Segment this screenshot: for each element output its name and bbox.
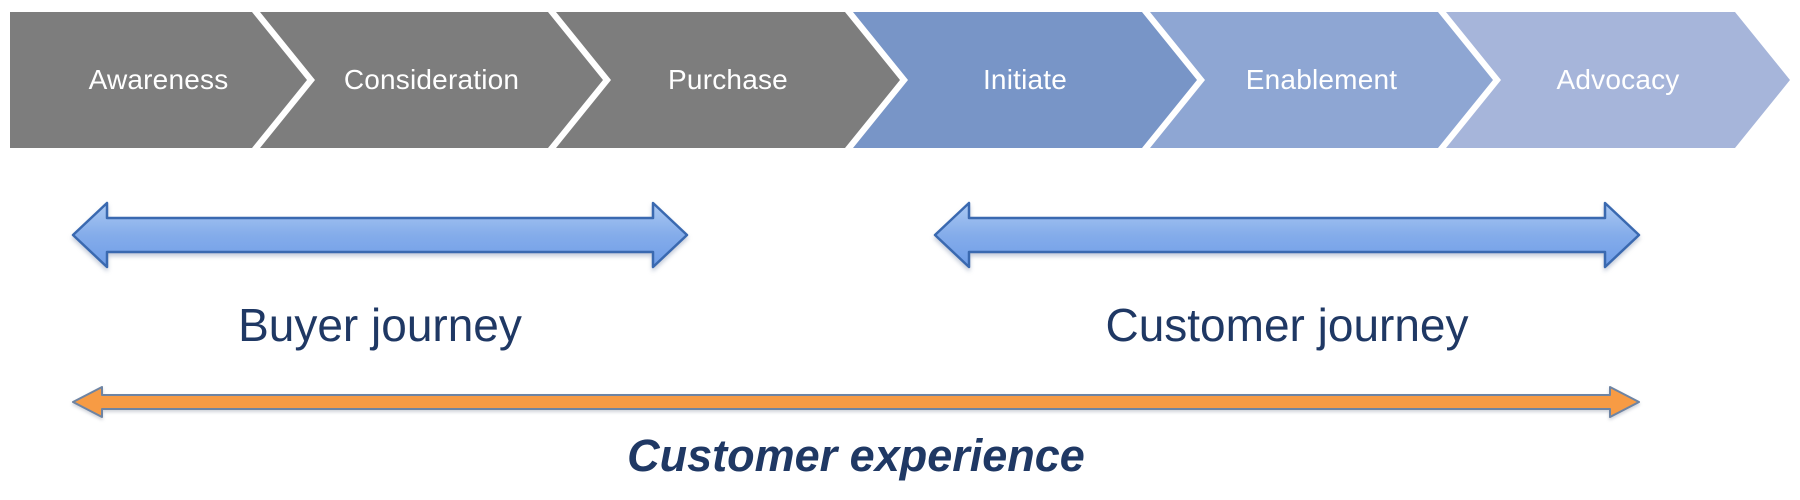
chevron-label: Purchase [668,64,788,95]
chevron-awareness: Awareness [10,12,307,148]
chevron-label: Advocacy [1556,64,1680,95]
chevron-label: Consideration [343,64,520,95]
buyer-journey-span-arrow-icon [71,201,689,269]
chevron-advocacy: Advocacy [1446,12,1790,148]
customer-experience-span-arrow-icon [72,386,1640,418]
chevron-consideration: Consideration [260,12,603,148]
chevron-label: Awareness [88,64,229,95]
chevron-purchase: Purchase [556,12,900,148]
chevron-label: Enablement [1245,64,1398,95]
chevron-initiate: Initiate [853,12,1197,148]
customer-experience-label: Customer experience [627,430,1085,481]
buyer-journey-label: Buyer journey [238,299,522,351]
customer-journey-label: Customer journey [1105,299,1469,351]
chevron-enablement: Enablement [1150,12,1493,148]
chevron-label: Initiate [982,64,1068,95]
customer-journey-span-arrow-icon [933,201,1641,269]
